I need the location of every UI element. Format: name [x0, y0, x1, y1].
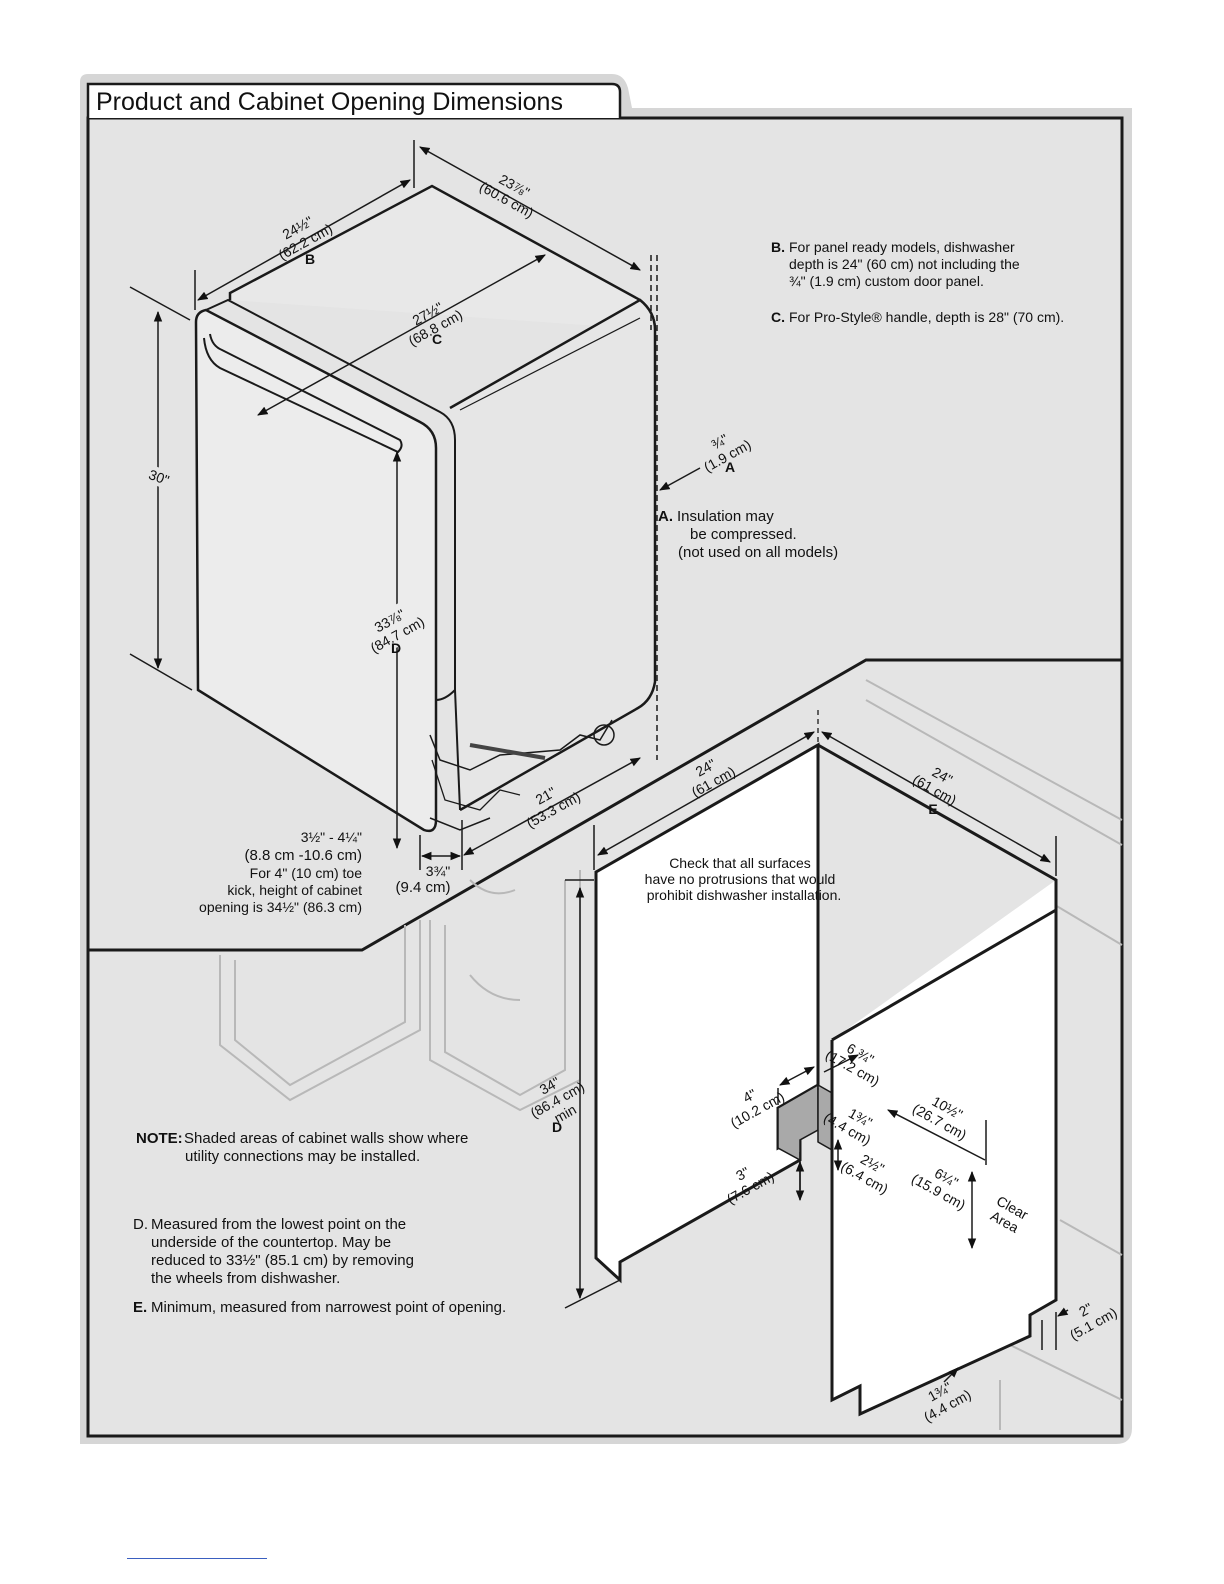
- note-d-letter: D.: [133, 1216, 148, 1233]
- dim-label-height: 30": [142, 463, 176, 491]
- note-a-letter: A.: [658, 508, 673, 525]
- check-note: Check that all surfaces have no protrusi…: [645, 855, 842, 903]
- toe-depth-cm: (9.4 cm): [395, 879, 450, 896]
- footer-rule: [127, 1558, 267, 1559]
- note-e: E. Minimum, measured from narrowest poin…: [133, 1299, 506, 1316]
- note-b-letter: B.: [771, 239, 785, 255]
- note-a-line-3: (not used on all models): [678, 544, 838, 561]
- note-line-1: Shaded areas of cabinet walls show where: [184, 1130, 468, 1147]
- page-title: Product and Cabinet Opening Dimensions: [96, 88, 563, 116]
- note-d-line-3: reduced to 33½" (85.1 cm) by removing: [151, 1252, 414, 1269]
- check-note-line-2: have no protrusions that would: [645, 871, 836, 887]
- letter-d-cabinet: D: [552, 1119, 562, 1135]
- toe-note-line-2: kick, height of cabinet: [227, 882, 362, 898]
- note-e-text: Minimum, measured from narrowest point o…: [151, 1299, 506, 1316]
- toe-range-in: 3½" - 4¼": [301, 829, 362, 845]
- note-a-line-1: Insulation may: [677, 508, 774, 525]
- note-a: A. Insulation may be compressed. (not us…: [658, 508, 838, 561]
- check-note-line-1: Check that all surfaces: [669, 855, 811, 871]
- note-b-line-2: depth is 24" (60 cm) not including the: [789, 256, 1020, 272]
- note-d: D. Measured from the lowest point on the…: [133, 1216, 414, 1287]
- height-in: 30": [147, 466, 172, 488]
- note-e-letter: E.: [133, 1299, 147, 1316]
- note-d-line-2: underside of the countertop. May be: [151, 1234, 391, 1251]
- note-b-line-1: For panel ready models, dishwasher: [789, 239, 1015, 255]
- note-d-line-4: the wheels from dishwasher.: [151, 1270, 340, 1287]
- toe-depth-in: 3¾": [426, 863, 450, 879]
- letter-a: A: [725, 459, 735, 475]
- toe-range-cm: (8.8 cm -10.6 cm): [244, 847, 362, 864]
- note-line-2: utility connections may be installed.: [185, 1148, 420, 1165]
- note-c-letter: C.: [771, 309, 785, 325]
- toe-kick-labels: 3½" - 4¼" (8.8 cm -10.6 cm) For 4" (10 c…: [199, 829, 450, 915]
- cabinet-dimension-lines: [564, 731, 1069, 1383]
- letter-c: C: [432, 331, 442, 347]
- letter-e: E: [928, 801, 937, 817]
- cabinet-opening-illustration: [594, 710, 1058, 1417]
- letter-d-product: D: [391, 640, 401, 656]
- note-c-text: For Pro-Style® handle, depth is 28" (70 …: [789, 309, 1064, 325]
- note-shaded: NOTE: Shaded areas of cabinet walls show…: [136, 1130, 468, 1165]
- insulation-in: ¾": [708, 431, 730, 453]
- check-note-line-3: prohibit dishwasher installation.: [647, 887, 842, 903]
- product-dimension-lines: [129, 140, 701, 870]
- note-b-line-3: ¾" (1.9 cm) custom door panel.: [789, 273, 984, 289]
- toe-note-line-3: opening is 34½" (86.3 cm): [199, 899, 362, 915]
- toe-note-line-1: For 4" (10 cm) toe: [250, 865, 363, 881]
- note-a-line-2: be compressed.: [690, 526, 797, 543]
- note-c: C. For Pro-Style® handle, depth is 28" (…: [771, 309, 1064, 325]
- note-b: B. For panel ready models, dishwasher de…: [771, 239, 1020, 289]
- note-d-line-1: Measured from the lowest point on the: [151, 1216, 406, 1233]
- note-label: NOTE:: [136, 1130, 183, 1147]
- letter-b: B: [305, 251, 315, 267]
